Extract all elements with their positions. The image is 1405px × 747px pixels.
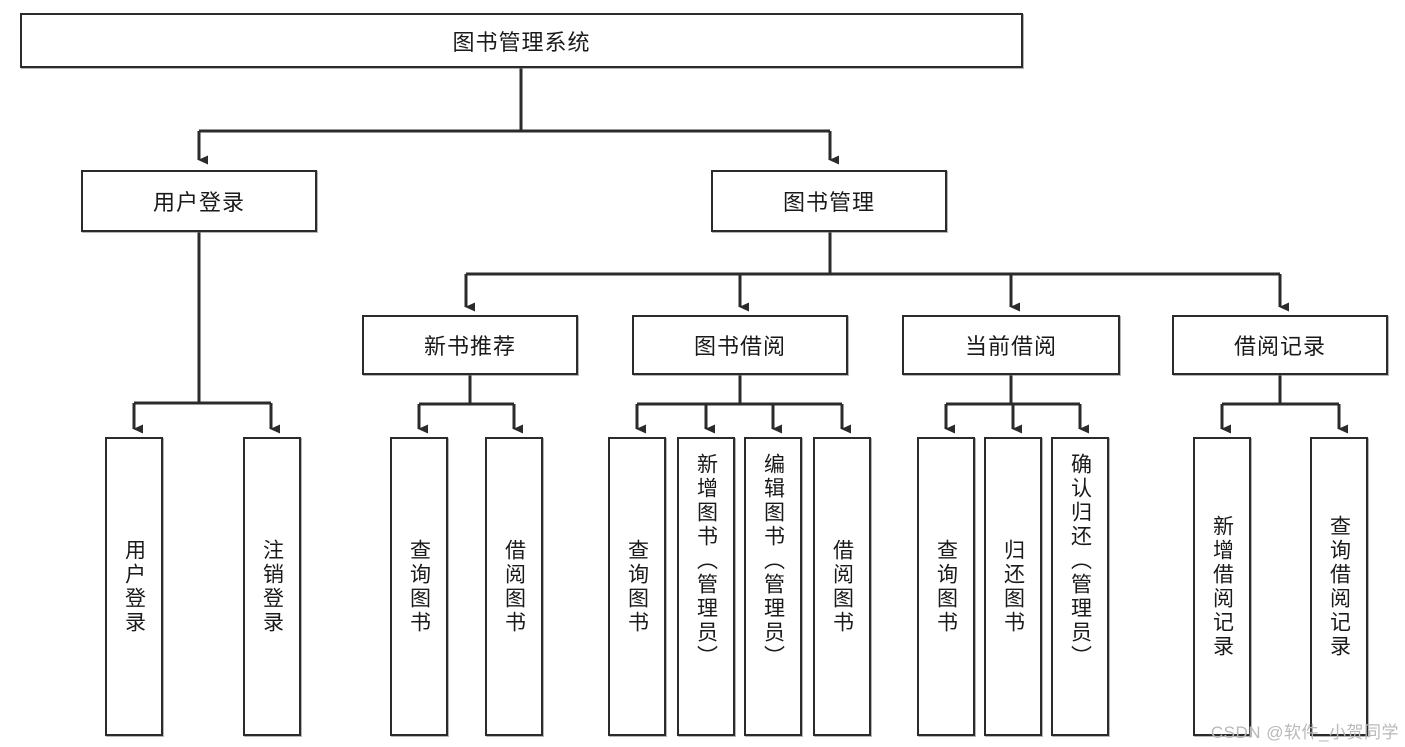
- node-label: 查询图书: [625, 538, 649, 635]
- leaf-book-borrow-edit-book-admin[interactable]: 编辑图书（管理员）: [744, 437, 802, 736]
- node-label: 借阅记录: [1233, 334, 1326, 359]
- node-book-borrow[interactable]: 图书借阅: [632, 315, 848, 375]
- node-label: 借阅图书: [830, 538, 854, 635]
- leaf-book-borrow-query-book[interactable]: 查询图书: [608, 437, 666, 736]
- leaf-book-borrow-borrow-book[interactable]: 借阅图书: [813, 437, 871, 736]
- node-current-borrow[interactable]: 当前借阅: [902, 315, 1120, 375]
- node-label: 用户登录: [152, 190, 245, 215]
- node-label: 用户登录: [122, 538, 146, 635]
- leaf-book-borrow-add-book-admin[interactable]: 新增图书（管理员）: [677, 437, 735, 736]
- leaf-borrow-record-query-record[interactable]: 查询借阅记录: [1310, 437, 1368, 736]
- node-label: 查询借阅记录: [1327, 514, 1351, 659]
- node-label: 注销登录: [260, 538, 284, 635]
- leaf-user-login-logout[interactable]: 注销登录: [243, 437, 301, 736]
- node-root-book-management-system[interactable]: 图书管理系统: [20, 13, 1023, 68]
- node-label: 新增图书（管理员）: [694, 453, 718, 669]
- node-label: 借阅图书: [502, 538, 526, 635]
- node-label: 图书管理: [782, 190, 875, 215]
- leaf-borrow-record-add-record[interactable]: 新增借阅记录: [1193, 437, 1251, 736]
- node-label: 图书管理系统: [452, 29, 591, 55]
- node-label: 新书推荐: [423, 334, 516, 359]
- leaf-new-book-query-book[interactable]: 查询图书: [390, 437, 448, 736]
- node-label: 编辑图书（管理员）: [761, 453, 785, 669]
- leaf-current-borrow-return-book[interactable]: 归还图书: [984, 437, 1042, 736]
- node-borrow-record[interactable]: 借阅记录: [1172, 315, 1388, 375]
- node-label: 确认归还（管理员）: [1068, 453, 1092, 669]
- node-label: 查询图书: [407, 538, 431, 635]
- leaf-user-login-login[interactable]: 用户登录: [105, 437, 163, 736]
- node-label: 当前借阅: [964, 334, 1057, 359]
- node-new-book-recommend[interactable]: 新书推荐: [362, 315, 578, 375]
- node-user-login[interactable]: 用户登录: [81, 170, 317, 232]
- leaf-current-borrow-confirm-return-admin[interactable]: 确认归还（管理员）: [1051, 437, 1109, 736]
- node-book-management[interactable]: 图书管理: [711, 170, 947, 232]
- node-label: 图书借阅: [693, 334, 786, 359]
- node-label: 查询图书: [934, 538, 958, 635]
- leaf-new-book-borrow-book[interactable]: 借阅图书: [485, 437, 543, 736]
- leaf-current-borrow-query-book[interactable]: 查询图书: [917, 437, 975, 736]
- node-label: 新增借阅记录: [1210, 514, 1234, 659]
- node-label: 归还图书: [1001, 538, 1025, 635]
